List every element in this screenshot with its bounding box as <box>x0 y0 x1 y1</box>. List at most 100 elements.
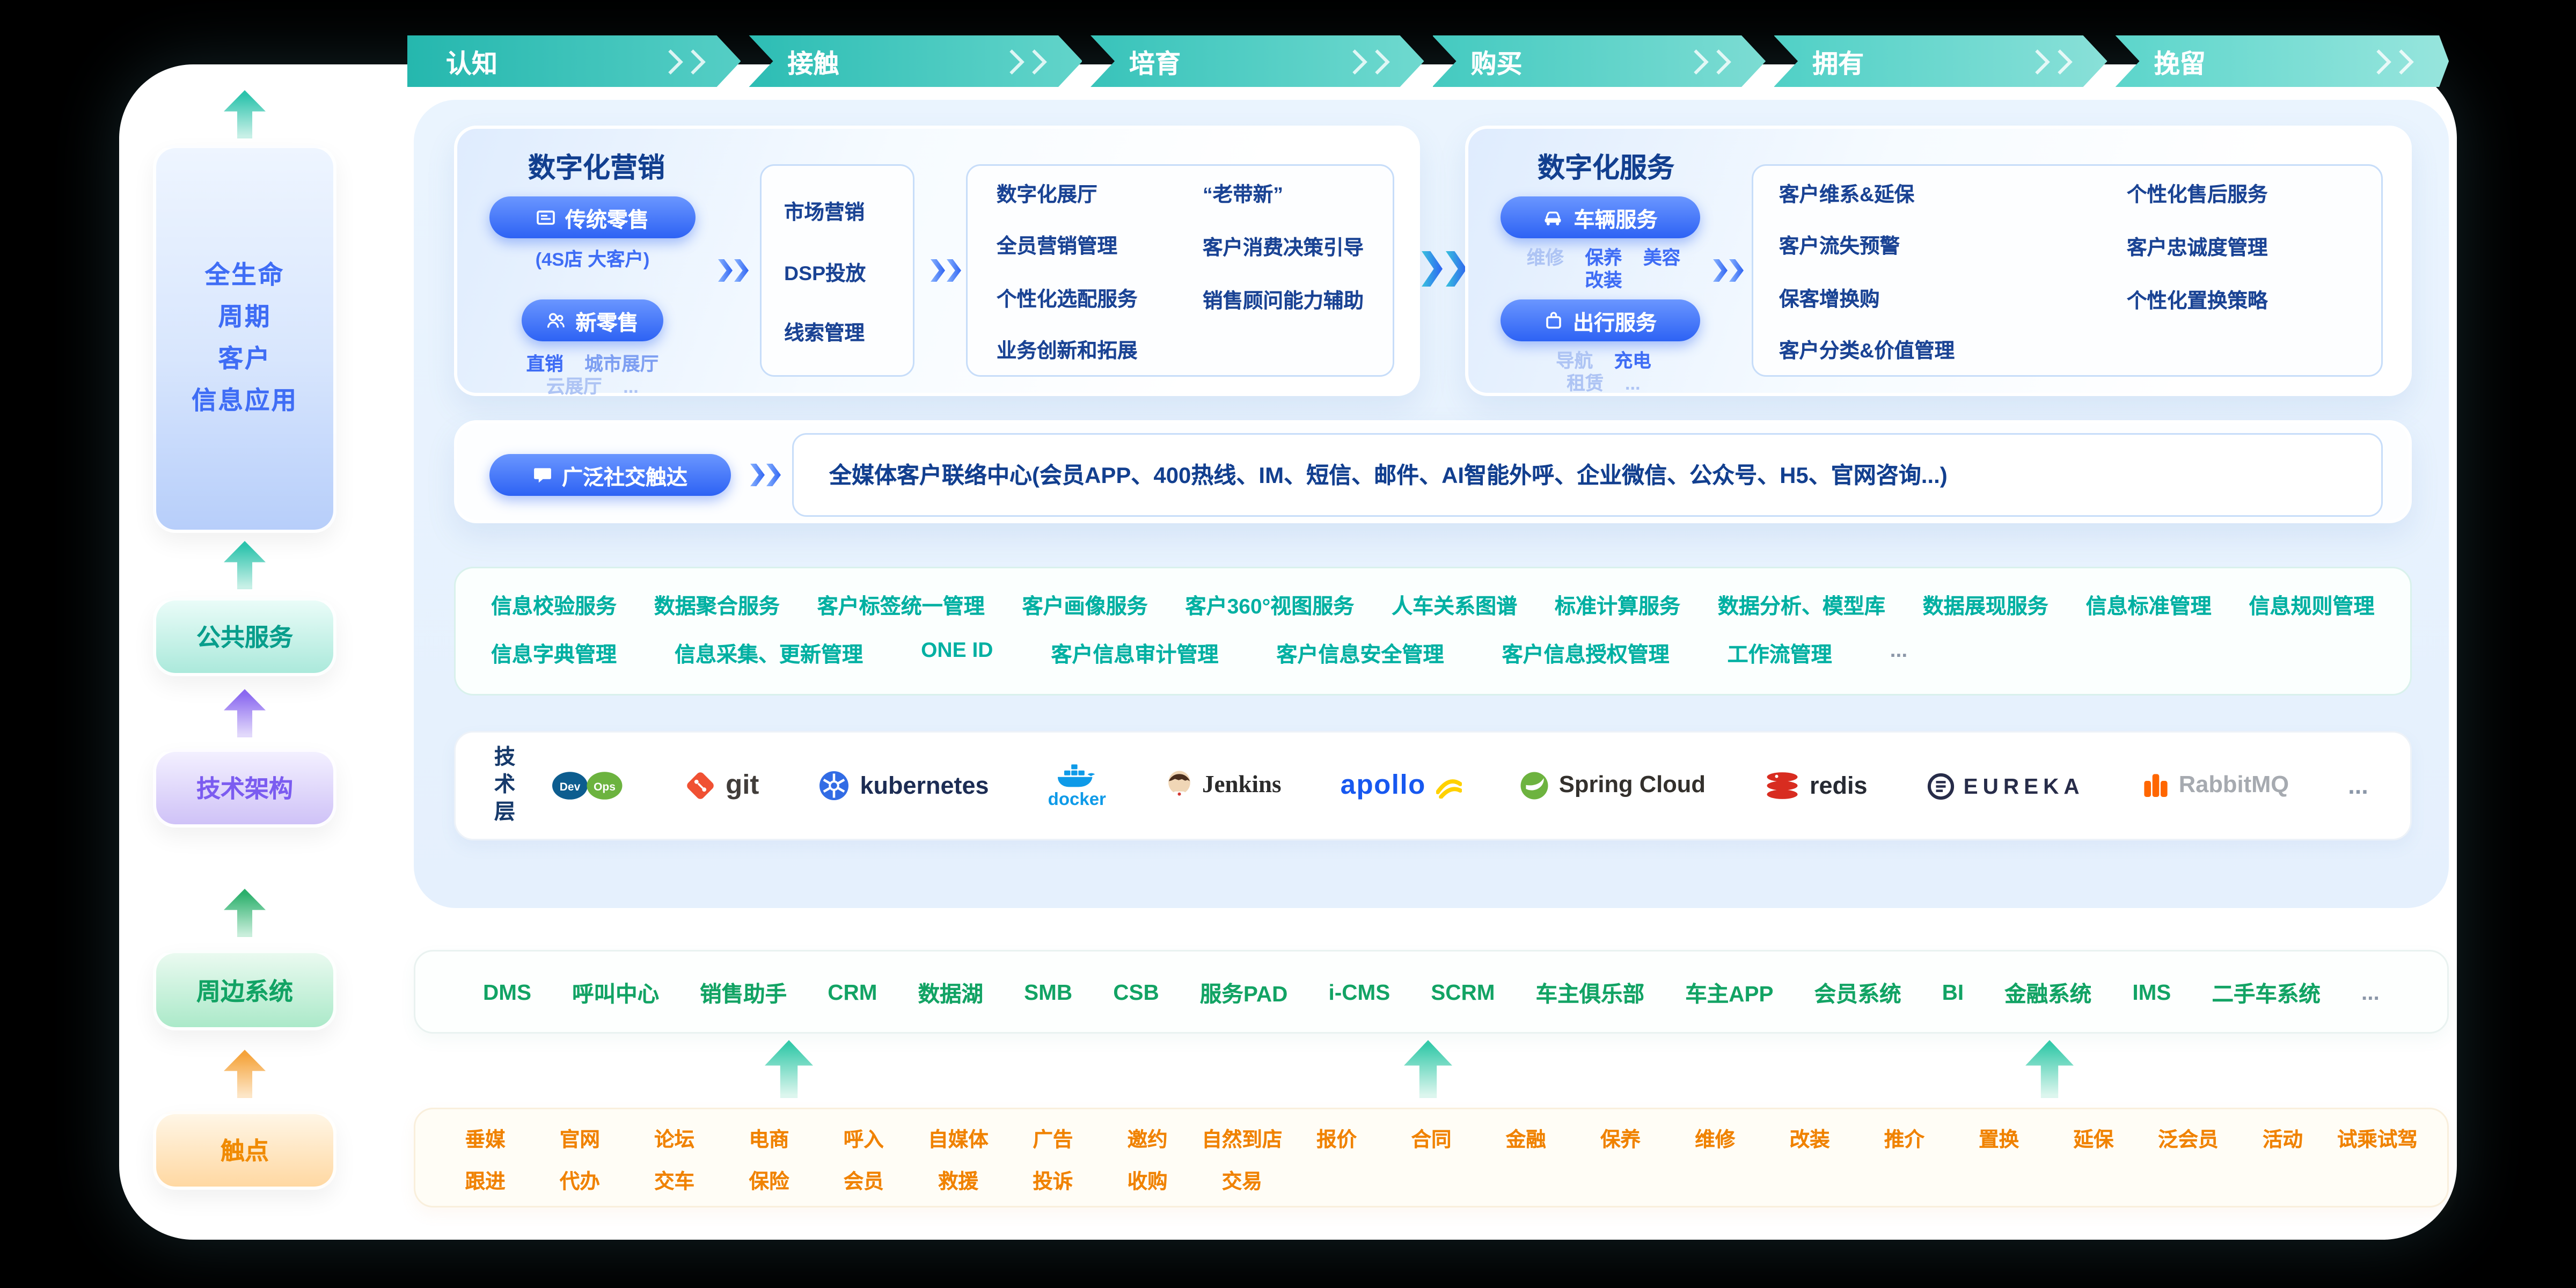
lifecycle-line: 周期 <box>218 303 272 331</box>
touchpoint-item: 邀约 <box>1127 1128 1168 1151</box>
journey-stage-bar: 认知 接触 培育 购买 拥有 挽留 <box>407 35 2449 87</box>
chevron-right-icon <box>1682 53 1727 70</box>
public-service-item: 工作流管理 <box>1727 642 1832 667</box>
kubernetes-logo-icon: kubernetes <box>818 770 989 802</box>
sidebar-peripheral-systems-box: 周边系统 <box>153 950 336 1030</box>
jenkins-logo-icon: Jenkins <box>1165 770 1282 802</box>
travel-subs-row1: 导航 充电 <box>1468 348 1739 374</box>
vehicle-subs-row1: 维修 保养 美容 <box>1468 245 1739 270</box>
service-capability-box: 客户维系&延保客户流失预警保客增换购客户分类&价值管理 个性化售后服务客户忠诚度… <box>1752 164 2383 377</box>
peripheral-system-item: SCRM <box>1431 979 1495 1004</box>
sidebar-label: 公共服务 <box>196 625 293 652</box>
devops-logo-icon: Dev Ops <box>551 770 625 802</box>
travel-service-pill: 出行服务 <box>1501 299 1700 341</box>
public-service-item: 客户画像服务 <box>1022 594 1148 618</box>
omni-channel-contact-center-text: 全媒体客户联络中心(会员APP、400热线、IM、短信、邮件、AI智能外呼、企业… <box>792 433 2383 517</box>
rabbitmq-logo-icon: RabbitMQ <box>2143 773 2289 799</box>
public-services-row1: 信息校验服务数据聚合服务客户标签统一管理客户画像服务客户360°视图服务人车关系… <box>491 589 2375 620</box>
sub-label: 保养 <box>1585 250 1622 269</box>
svg-text:Dev: Dev <box>560 781 581 793</box>
chevron-right-icon <box>2365 53 2410 70</box>
sidebar-label: 周边系统 <box>196 978 293 1006</box>
public-service-item: 客户信息审计管理 <box>1051 642 1219 667</box>
marketing-funnel-box-2: 数字化展厅全员营销管理个性化选配服务业务创新和拓展 “老带新”客户消费决策引导销… <box>966 164 1394 377</box>
touchpoints-panel: 垂媒官网论坛电商呼入自媒体广告邀约自然到店报价合同金融保养维修改装推介置换延保泛… <box>414 1108 2449 1208</box>
service-capability-item: 客户分类&价值管理 <box>1779 340 1955 363</box>
public-services-panel: 信息校验服务数据聚合服务客户标签统一管理客户画像服务客户360°视图服务人车关系… <box>454 567 2412 696</box>
traditional-retail-sub: (4S店 大客户) <box>535 251 650 270</box>
public-service-item: 客户信息安全管理 <box>1276 642 1444 667</box>
sub-label: 直销 <box>526 356 564 375</box>
sidebar-touchpoints-box: 触点 <box>153 1111 336 1190</box>
touchpoint-item: 呼入 <box>843 1128 884 1151</box>
public-service-item: ... <box>1890 638 1908 662</box>
journey-stage-purchase: 购买 <box>1432 35 1766 87</box>
touchpoint-item: 金融 <box>1505 1128 1546 1151</box>
touchpoint-item: 推介 <box>1884 1128 1924 1151</box>
peripheral-system-item: 服务PAD <box>1199 982 1288 1006</box>
git-logo-icon: git <box>684 770 759 802</box>
peripheral-system-item: ... <box>2361 979 2380 1004</box>
touchpoint-item: 投诉 <box>1033 1169 1073 1192</box>
peripheral-system-item: CRM <box>828 979 877 1004</box>
peripheral-system-item: 二手车系统 <box>2212 982 2321 1006</box>
public-service-item: 信息标准管理 <box>2085 594 2212 618</box>
peripheral-system-item: 数据湖 <box>918 982 984 1006</box>
touchpoint-item: 维修 <box>1695 1128 1736 1151</box>
sidebar-lifecycle-box: 全生命周期客户信息应用 <box>153 145 336 533</box>
arrow-right-icon <box>931 259 963 282</box>
touchpoint-item: 泛会员 <box>2157 1128 2219 1151</box>
public-service-item: 标准计算服务 <box>1554 594 1681 618</box>
peripheral-system-item: BI <box>1942 979 1964 1004</box>
touchpoint-item: 置换 <box>1979 1128 2019 1151</box>
public-service-item: 信息规则管理 <box>2249 594 2375 618</box>
public-service-item: 客户标签统一管理 <box>817 594 985 618</box>
chevron-right-icon <box>1341 53 1386 70</box>
touchpoint-item: 论坛 <box>654 1128 695 1151</box>
public-service-item: 数据展现服务 <box>1922 594 2048 618</box>
service-capability-item: 个性化售后服务 <box>2127 184 2268 206</box>
sub-label: 租赁 <box>1567 375 1604 394</box>
car-icon <box>1545 211 1562 225</box>
arrow-right-icon <box>1713 259 1745 282</box>
pill-label: 新零售 <box>575 310 639 334</box>
arrow-right-large-icon <box>1422 251 1470 287</box>
sidebar-label: 触点 <box>220 1138 269 1166</box>
touchpoint-item: 保险 <box>749 1169 789 1192</box>
peripheral-system-item: 呼叫中心 <box>572 982 660 1006</box>
apollo-logo-icon: apollo <box>1341 770 1461 802</box>
lifecycle-line: 全生命 <box>204 261 285 289</box>
retail-card-icon <box>537 210 555 225</box>
sub-label: ... <box>623 378 639 398</box>
touchpoint-item: 报价 <box>1316 1128 1357 1151</box>
pill-label: 出行服务 <box>1572 310 1657 334</box>
peripheral-system-item: 金融系统 <box>2004 982 2092 1006</box>
technology-layer-panel: 技术层 Dev Ops git <box>454 731 2412 840</box>
social-reach-pill: 广泛社交触达 <box>489 454 731 496</box>
journey-stage-nurture: 培育 <box>1091 35 1424 87</box>
lifecycle-line: 信息应用 <box>191 387 298 415</box>
marketing-capability-item: “老带新” <box>1203 184 1284 206</box>
section-title: 数字化营销 <box>528 153 665 184</box>
traditional-retail-pill: 传统零售 <box>489 196 696 238</box>
marketing-capability-item: 全员营销管理 <box>997 235 1118 258</box>
journey-stage-label: 拥有 <box>1812 52 1864 79</box>
peripheral-system-item: i-CMS <box>1328 979 1391 1004</box>
touchpoint-item: 改装 <box>1789 1128 1830 1151</box>
digital-service-card: 数字化服务 车辆服务 维修 保养 美容 改装 <box>1465 126 2412 396</box>
sidebar-public-services-box: 公共服务 <box>153 597 336 676</box>
lifecycle-line: 客户 <box>218 345 272 373</box>
journey-stage-label: 培育 <box>1129 52 1181 79</box>
tech-logo-row: Dev Ops git <box>541 762 2378 810</box>
travel-subs-row2: 租赁 ... <box>1468 370 1739 396</box>
journey-stage-own: 拥有 <box>1774 35 2107 87</box>
public-service-item: 数据分析、模型库 <box>1717 594 1885 618</box>
touchpoint-item: 电商 <box>749 1128 789 1151</box>
pill-label: 车辆服务 <box>1574 207 1658 231</box>
vehicle-service-pill: 车辆服务 <box>1501 196 1700 238</box>
marketing-capability-item: 数字化展厅 <box>997 183 1097 206</box>
svg-text:Ops: Ops <box>594 781 616 793</box>
marketing-funnel-item: 线索管理 <box>784 321 865 345</box>
